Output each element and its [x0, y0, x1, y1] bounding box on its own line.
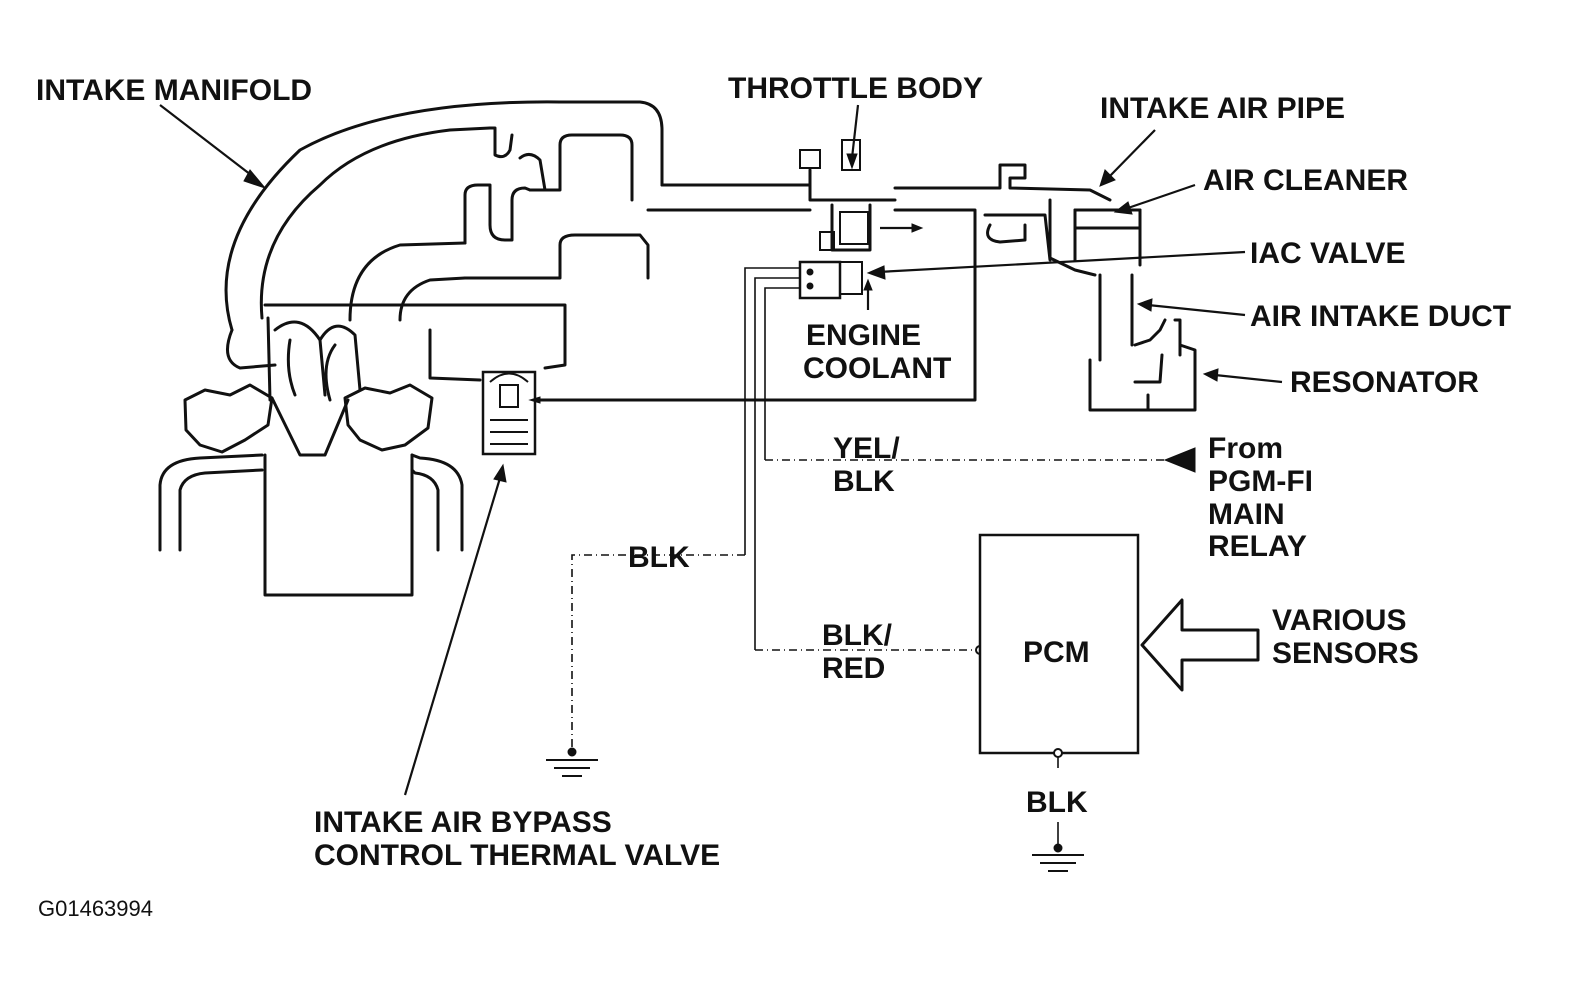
intake-air-pipe: [538, 163, 1112, 402]
air-cleaner-label: AIR CLEANER: [1203, 164, 1408, 197]
wire-yel-blk-label-line2: BLK: [833, 465, 895, 498]
figure-id: G01463994: [38, 896, 153, 921]
pcm-ground-wire-label: BLK: [1026, 786, 1088, 819]
intake-air-bypass-thermal-valve: [481, 370, 541, 456]
relay-label-line1: From: [1208, 432, 1283, 465]
iac-valve-label: IAC VALVE: [1250, 237, 1406, 270]
bypass-valve-label-line2: CONTROL THERMAL VALVE: [314, 839, 720, 872]
relay-label-line2: PGM-FI: [1208, 465, 1313, 498]
wire-blk-red-label-line2: RED: [822, 652, 885, 685]
throttle-body-assembly: [798, 139, 924, 310]
throttle-body-label: THROTTLE BODY: [728, 72, 983, 105]
relay-label-line4: RELAY: [1208, 530, 1307, 563]
various-sensors-label-line1: VARIOUS: [1272, 604, 1406, 637]
air-intake-duct: [1098, 273, 1134, 362]
wiring: [571, 267, 1196, 848]
intake-air-pipe-label: INTAKE AIR PIPE: [1100, 92, 1345, 125]
various-sensors-label-line2: SENSORS: [1272, 637, 1419, 670]
pcm-box: [978, 533, 1140, 758]
bypass-valve-label-line1: INTAKE AIR BYPASS: [314, 806, 612, 839]
wire-yel-blk-label-line1: YEL/: [833, 432, 900, 465]
wire-blk-red-label-line1: BLK/: [822, 619, 893, 652]
engine-coolant-label-line2: COOLANT: [803, 352, 951, 385]
ground-symbol-left: [546, 747, 598, 777]
labels: INTAKE MANIFOLD THROTTLE BODY INTAKE AIR…: [36, 72, 1511, 921]
sensors-input-arrow: [1140, 598, 1260, 692]
resonator-label: RESONATOR: [1290, 366, 1479, 399]
engine-block: [158, 383, 464, 597]
intake-manifold-label: INTAKE MANIFOLD: [36, 74, 312, 107]
engine-coolant-label-line1: ENGINE: [806, 319, 921, 352]
plenum-tube: [646, 183, 812, 212]
intake-manifold: [224, 100, 664, 402]
resonator: [1088, 318, 1197, 412]
relay-label-line3: MAIN: [1208, 498, 1285, 531]
air-intake-duct-label: AIR INTAKE DUCT: [1250, 300, 1511, 333]
pcm-label: PCM: [1023, 636, 1090, 669]
wire-blk-ground-label: BLK: [628, 541, 690, 574]
ground-symbol-pcm: [1032, 843, 1084, 872]
leader-arrows: [159, 104, 1283, 796]
